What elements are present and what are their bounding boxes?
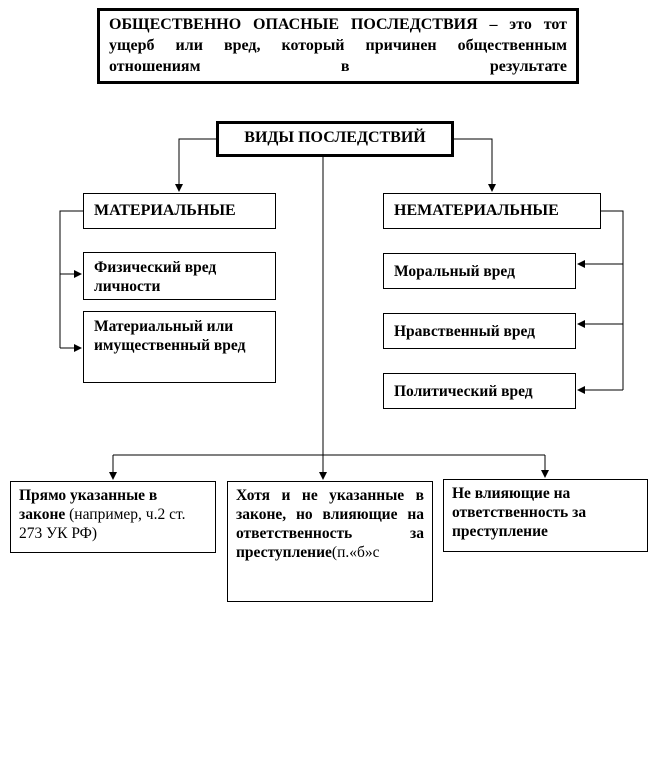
types-title-box: ВИДЫ ПОСЛЕДСТВИЙ — [216, 121, 454, 157]
physical-harm-label: Физический вред личности — [94, 259, 217, 295]
material-title: МАТЕРИАЛЬНЫЕ — [94, 202, 236, 219]
connector-material-bracket — [59, 210, 83, 348]
connector-to-nonmaterial — [454, 138, 496, 192]
nonmaterial-title: НЕМАТЕРИАЛЬНЫЕ — [394, 202, 559, 219]
legal-box-no-influence: Не влияющие на ответственность за престу… — [443, 479, 648, 552]
legal-no-influence-bold: Не влияющие на ответственность за престу… — [452, 485, 587, 540]
legal-implicit-regular: (п.«б»с — [331, 544, 380, 561]
legal-explicit-regular: (например, ч.2 ст. 273 УК РФ) — [19, 506, 186, 542]
legal-box-explicit: Прямо указанные в законе (например, ч.2 … — [10, 481, 216, 553]
legal-explicit-bold: Прямо указанные в законе — [19, 487, 158, 523]
connector-nonmaterial-bracket — [601, 210, 624, 390]
ethical-harm-label: Нравственный вред — [394, 323, 536, 340]
property-harm-label: Материальный или имущественный вред — [94, 318, 246, 354]
nonmaterial-category-box: НЕМАТЕРИАЛЬНЫЕ — [383, 193, 601, 229]
material-category-box: МАТЕРИАЛЬНЫЕ — [83, 193, 276, 229]
definition-text: – это тот ущерб или вред, который причин… — [109, 16, 567, 75]
types-title: ВИДЫ ПОСЛЕДСТВИЙ — [244, 129, 426, 146]
ethical-harm-box: Нравственный вред — [383, 313, 576, 349]
political-harm-label: Политический вред — [394, 383, 533, 400]
legal-box-implicit: Хотя и не указанные в законе, но влияющи… — [227, 481, 433, 602]
definition-box: ОБЩЕСТВЕННО ОПАСНЫЕ ПОСЛЕДСТВИЯ – это то… — [97, 8, 579, 84]
political-harm-box: Политический вред — [383, 373, 576, 409]
property-harm-box: Материальный или имущественный вред — [83, 311, 276, 383]
connector-to-material — [175, 138, 216, 192]
moral-harm-label: Моральный вред — [394, 263, 515, 280]
definition-term: ОБЩЕСТВЕННО ОПАСНЫЕ ПОСЛЕДСТВИЯ — [109, 16, 478, 33]
moral-harm-box: Моральный вред — [383, 253, 576, 289]
legal-implicit-bold: Хотя и не указанные в законе, но влияющи… — [236, 487, 424, 561]
physical-harm-box: Физический вред личности — [83, 252, 276, 300]
